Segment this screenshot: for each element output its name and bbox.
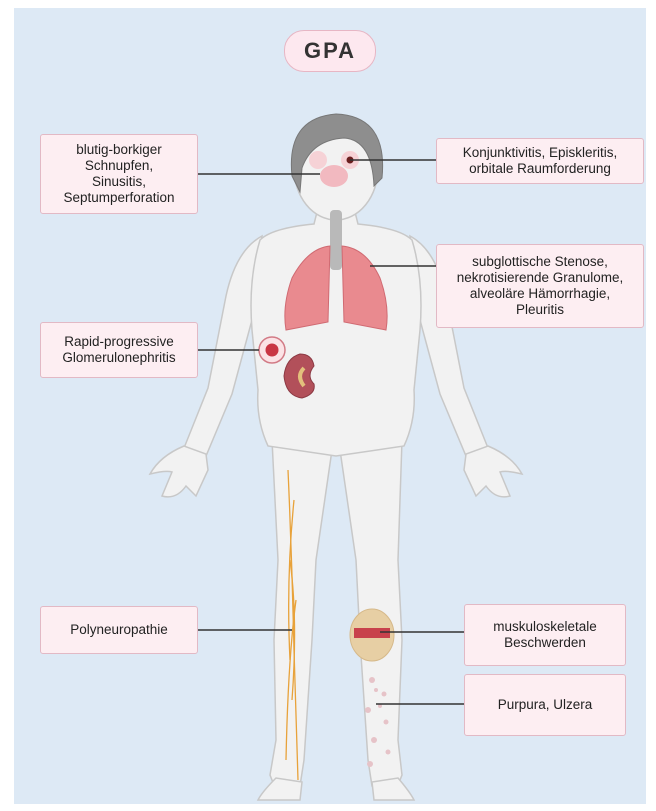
right-hand [464,446,522,497]
trachea [330,210,342,270]
left-hand [150,446,208,497]
glomerulus [266,344,279,357]
left-leg [270,440,332,790]
label-joint-symptoms: muskuloskeletale Beschwerden [464,604,626,666]
sinus [320,165,348,187]
joint-inflammation [354,628,390,638]
eye-left-area [309,151,327,169]
diagram-title: GPA [284,30,376,72]
left-foot [258,778,302,800]
label-skin-symptoms: Purpura, Ulzera [464,674,626,736]
label-kidney-symptoms: Rapid-progressive Glomerulonephritis [40,322,198,378]
right-foot [372,778,414,800]
label-nasal-symptoms: blutig-borkiger Schnupfen, Sinusitis, Se… [40,134,198,214]
label-eye-symptoms: Konjunktivitis, Episkleritis, orbitale R… [436,138,644,184]
label-lung-symptoms: subglottische Stenose, nekrotisierende G… [436,244,644,328]
label-nerve-symptoms: Polyneuropathie [40,606,198,654]
